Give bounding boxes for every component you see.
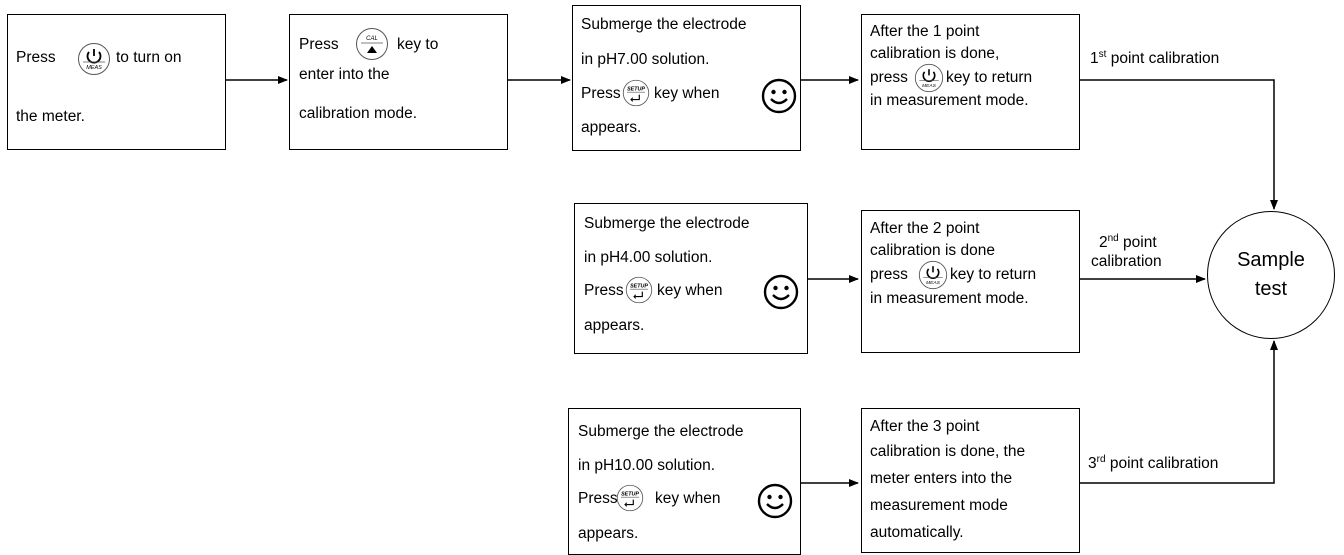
- setup-enter-key-icon: SETUP: [622, 79, 650, 107]
- step-text: in pH4.00 solution.: [584, 249, 713, 266]
- power-meas-key-icon: MEAS: [918, 260, 948, 290]
- power-meas-key-icon: MEAS: [78, 43, 110, 75]
- step-enter-calibration: Press CAL key to enter into the calibrat…: [289, 14, 508, 150]
- svg-text:SETUP: SETUP: [630, 284, 648, 290]
- step-text: key to return: [946, 69, 1033, 86]
- step-text: calibration is done,: [870, 45, 1000, 62]
- step-text: appears.: [584, 317, 645, 334]
- step-text: Press: [299, 36, 339, 53]
- smiley-icon: [757, 483, 793, 519]
- step-text: Submerge the electrode: [584, 215, 750, 232]
- step-text: After the 2 point: [870, 220, 980, 237]
- step-text: key when: [655, 490, 721, 507]
- step-text: in measurement mode.: [870, 290, 1029, 307]
- step-text: in measurement mode.: [870, 92, 1029, 109]
- step-text: key to: [397, 36, 439, 53]
- svg-text:CAL: CAL: [366, 36, 378, 42]
- step-text: Press: [578, 490, 618, 507]
- svg-text:MEAS: MEAS: [86, 65, 102, 71]
- arrow-box8-sample: [1080, 340, 1278, 484]
- label-first-point-calibration: 1st point calibration: [1090, 49, 1220, 67]
- step-ph10-submerge: Submerge the electrode in pH10.00 soluti…: [568, 408, 801, 555]
- step-third-point-done: After the 3 point calibration is done, t…: [861, 408, 1080, 553]
- step-text: in pH10.00 solution.: [578, 457, 716, 474]
- sample-test-node: Sample test: [1207, 211, 1335, 339]
- step-text: After the 3 point: [870, 418, 980, 435]
- smiley-icon: [761, 78, 797, 114]
- step-text: meter enters into the: [870, 470, 1013, 487]
- step-text: Submerge the electrode: [581, 16, 747, 33]
- step-text: calibration mode.: [299, 105, 418, 122]
- sample-test-label: Sample: [1237, 249, 1305, 271]
- step-text: calibration is done, the: [870, 443, 1026, 460]
- step-text: Press: [16, 49, 56, 66]
- setup-enter-key-icon: SETUP: [625, 276, 653, 304]
- sample-test-label: test: [1254, 278, 1288, 300]
- svg-text:MEAS: MEAS: [922, 83, 936, 89]
- step-text: After the 1 point: [870, 23, 980, 40]
- step-text: press: [870, 266, 908, 283]
- step-text: to turn on: [116, 49, 182, 66]
- svg-text:MEAS: MEAS: [926, 280, 940, 286]
- step-second-point-done: After the 2 point calibration is done pr…: [861, 210, 1080, 353]
- step-text: appears.: [578, 525, 639, 542]
- svg-text:SETUP: SETUP: [621, 492, 639, 498]
- power-meas-key-icon: MEAS: [914, 63, 944, 93]
- svg-text:SETUP: SETUP: [627, 87, 645, 93]
- step-text: key when: [657, 282, 723, 299]
- setup-enter-key-icon: SETUP: [616, 484, 644, 512]
- label-second-point-calibration: 2nd point calibration: [1091, 233, 1162, 271]
- step-text: calibration is done: [870, 242, 995, 259]
- step-text: enter into the: [299, 66, 390, 83]
- label-third-point-calibration: 3rd point calibration: [1088, 454, 1219, 472]
- step-text: Submerge the electrode: [578, 423, 744, 440]
- step-text: appears.: [581, 119, 642, 136]
- step-power-on: Press MEAS to turn on the meter.: [7, 14, 226, 150]
- step-text: press: [870, 69, 908, 86]
- smiley-icon: [763, 274, 799, 310]
- step-text: measurement mode: [870, 497, 1008, 514]
- step-text: the meter.: [16, 108, 85, 125]
- step-text: key to return: [950, 266, 1037, 283]
- step-text: Press: [581, 85, 621, 102]
- step-text: automatically.: [870, 524, 964, 541]
- step-text: in pH7.00 solution.: [581, 51, 710, 68]
- step-ph7-submerge: Submerge the electrode in pH7.00 solutio…: [572, 5, 801, 151]
- step-text: key when: [654, 85, 720, 102]
- step-first-point-done: After the 1 point calibration is done, p…: [861, 14, 1080, 150]
- arrow-box4-sample: [1080, 79, 1278, 210]
- step-text: Press: [584, 282, 624, 299]
- cal-up-key-icon: CAL: [356, 28, 388, 60]
- step-ph4-submerge: Submerge the electrode in pH4.00 solutio…: [574, 203, 808, 354]
